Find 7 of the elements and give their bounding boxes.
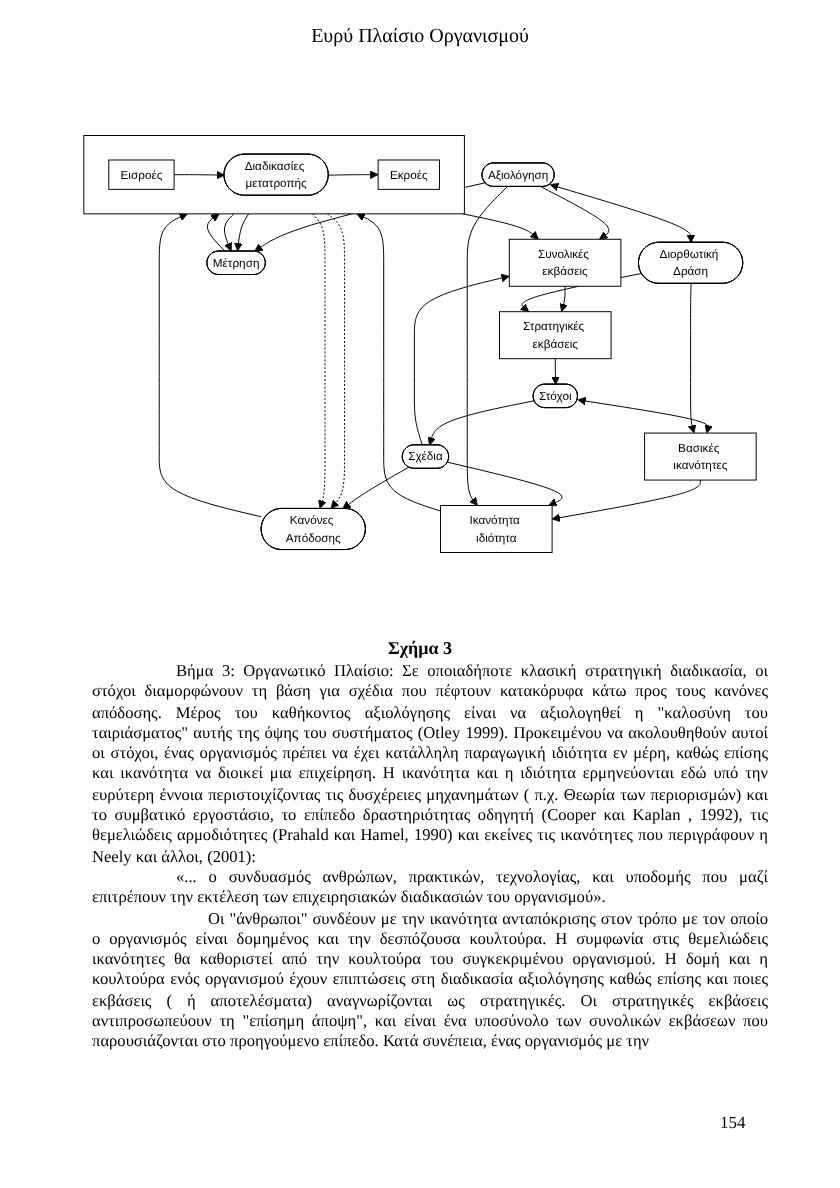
cluster <box>83 135 465 215</box>
page-number: 154 <box>720 1112 746 1132</box>
quotation: «... ο συνδυασμός ανθρώπων, πρακτικών, τεχνολογίας, και υποδομής που μαζί επιτρέπουν την εκτέλεση των επιχειρησιακών διαδικασιών του οργανισμού». <box>92 867 768 910</box>
diagram-title: Ευρύ Πλαίσιο Οργανισμού <box>309 26 531 48</box>
paragraph: Οι "άνθρωποι" συνδέουν με την ικανότητα ανταπόκρισης στον τρόπο με τον οποίο ο οργανισμός είναι δομημένος και την δεσπόζουσα κουλτούρα. Η συμφωνία στις θεμελιώδεις ικανότητες θα καθοριστεί από την κουλτούρα του συγκεκριμένου οργανισμού. Η δομή και η κουλτούρα ενός οργανισμού έχουν επιπτώσεις στη διαδικασία αξιολόγησης καθώς επίσης και ποιες εκβάσεις ( ή αποτελέσματα) αναγνωρίζονται ως στρατηγικές. Οι στρατηγικές εκβάσεις αντιπροσωπεύουν τη "επίσημη άποψη", και είναι ένα υποσύνολο των συνολικών εκβάσεων που παρουσιάζονται στο προηγούμενο επίπεδο. Κατά συνέπεια, ένας οργανισμός με την <box>92 909 768 1054</box>
paragraph: Βήμα 3: Οργανωτικό Πλαίσιο: Σε οποιαδήποτε κλασική στρατηγική διαδικασία, οι στόχοι διαμορφώνουν τη βάση για σχέδια που πέφτουν κατακόρυφα κάτω προς τους κανόνες απόδοσης. Μέρος του καθήκοντος αξιολόγησης είναι να αξιολογηθεί η "καλοσύνη του ταιριάσματος" αυτής της όψης του συστήματος (Otley 1999). Προκειμένου να ακολουθηθούν αυτοί οι στόχοι, ένας οργανισμός πρέπει να έχει κατάλληλη παραγωγική ιδιότητα εν μέρη, καθώς επίσης και ικανότητα να διοικεί μια επιχείρηση. Η ικανότητα και η ιδιότητα ερμηνεύονται εδώ υπό την ευρύτερη έννοια περιστοιχίζοντας τις δυσχέρειες μηχανημάτων ( π.χ. Θεωρία των περιορισμών) και το συμβατικό εργοστάσιο, το επίπεδο δραστηριότητας οδηγητή (Cooper και Kaplan , 1992), τις θεμελιώδεις αρμοδιότητες (Prahald και Hamel, 1990) και εκείνες τις ικανότητες που περιγράφουν η Neely και άλλοι, (2001): <box>92 662 768 868</box>
figure-caption: Σχήμα 3 <box>385 638 455 658</box>
